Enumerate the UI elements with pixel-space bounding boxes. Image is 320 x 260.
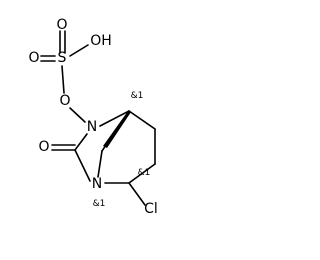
stereo-label-bottom: &1 — [93, 199, 106, 209]
atom-oxygen-carbonyl: O — [38, 139, 49, 155]
bond-n-top-c1 — [99, 110, 130, 127]
bond-carbonyl-carbon-n-bottom — [74, 149, 91, 182]
bond-s-oh — [69, 44, 89, 57]
chemical-structure-canvas: O S OH O O N O N Cl &1 &1 &1 — [28, 17, 158, 217]
molecule-diagram: O S OH O O N O N Cl &1 &1 &1 — [28, 17, 157, 217]
bond-o-link-n-top — [69, 107, 86, 123]
bond-c4-cl — [128, 182, 146, 206]
bond-s-o-link — [61, 65, 65, 94]
bond-n-bottom-bridge — [97, 150, 103, 178]
stereo-labels: &1 &1 &1 — [93, 91, 151, 209]
bond-c3-c4 — [128, 163, 156, 184]
wedge-c1-bridge — [103, 111, 131, 148]
atom-oxygen-top: O — [56, 17, 67, 33]
stereo-label-right: &1 — [138, 168, 151, 178]
atom-chlorine: Cl — [144, 201, 158, 217]
atom-labels: O S OH O O N O N Cl — [28, 17, 157, 217]
atom-nitrogen-top: N — [87, 119, 97, 135]
stereo-label-top: &1 — [131, 91, 144, 101]
atom-hydroxyl: OH — [90, 33, 112, 49]
atom-oxygen-left: O — [28, 50, 39, 66]
atom-nitrogen-bottom: N — [92, 176, 102, 192]
atom-oxygen-link: O — [59, 93, 70, 109]
bond-n-top-carbonyl-carbon — [74, 133, 88, 151]
atom-sulfur: S — [58, 50, 67, 66]
bond-c1-c2 — [128, 110, 156, 130]
